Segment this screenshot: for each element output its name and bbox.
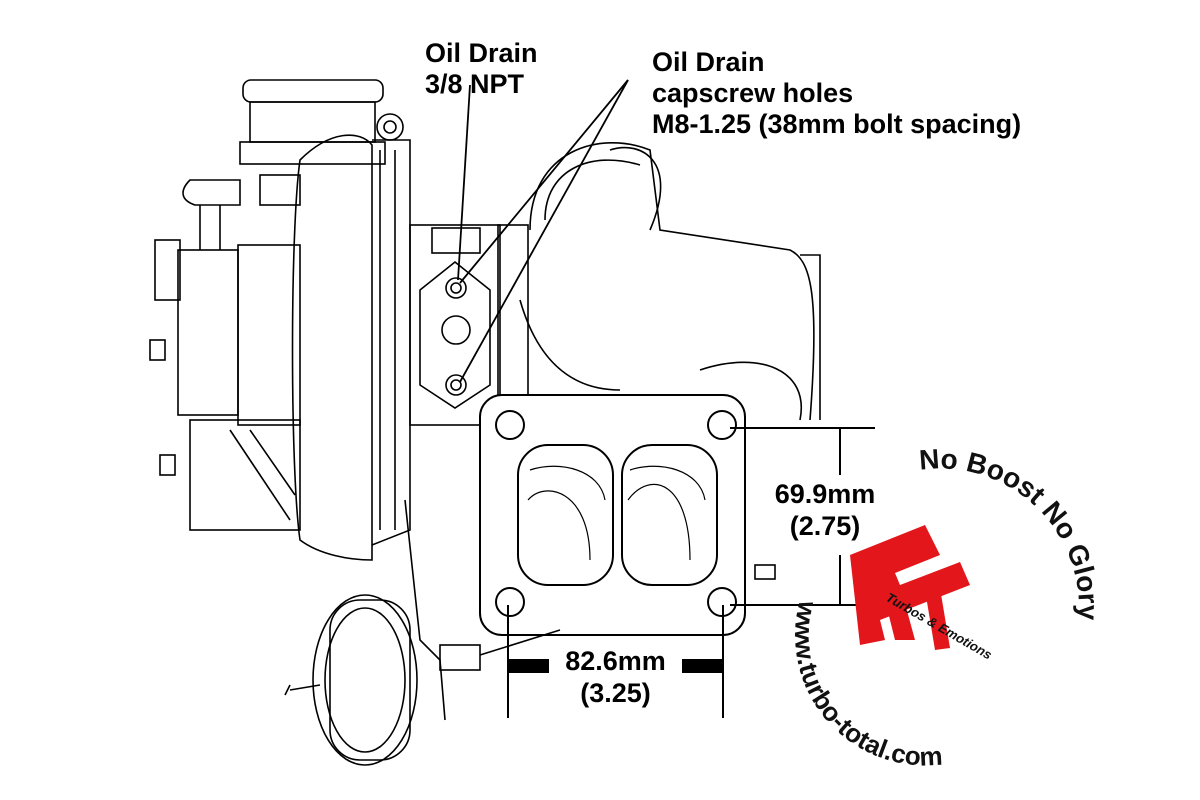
watermark-tagline: Turbos & Emotions — [884, 590, 995, 663]
height-dimension-label: 69.9mm (2.75) — [755, 478, 895, 542]
leader-lines — [457, 79, 629, 383]
width-dimension-label: 82.6mm (3.25) — [553, 645, 678, 709]
dimension-inch: (3.25) — [580, 678, 651, 708]
dimension-mm: 82.6mm — [565, 646, 666, 676]
turbine-housing — [519, 142, 821, 421]
dimension-inch: (2.75) — [789, 511, 861, 541]
turbine-inlet-flange — [479, 394, 746, 636]
callout-line: capscrew holes — [652, 78, 854, 108]
callout-line: M8-1.25 (38mm bolt spacing) — [652, 109, 1022, 139]
wastegate-actuator — [284, 499, 776, 766]
callout-line: Oil Drain — [425, 38, 538, 68]
compressor-inlet — [239, 79, 386, 165]
dimension-lines — [507, 427, 875, 718]
dimension-mm: 69.9mm — [774, 479, 876, 509]
callout-line: Oil Drain — [652, 47, 765, 77]
capscrew-callout: Oil Drain capscrew holes M8-1.25 (38mm b… — [652, 47, 1021, 140]
oil-drain-callout: Oil Drain 3/8 NPT — [425, 38, 538, 100]
watermark-url: www.turbo-total.com — [789, 598, 944, 772]
callout-line: 3/8 NPT — [425, 69, 525, 99]
watermark-slogan: No Boost No Glory — [918, 443, 1104, 621]
brand-logo-mark — [850, 525, 970, 650]
